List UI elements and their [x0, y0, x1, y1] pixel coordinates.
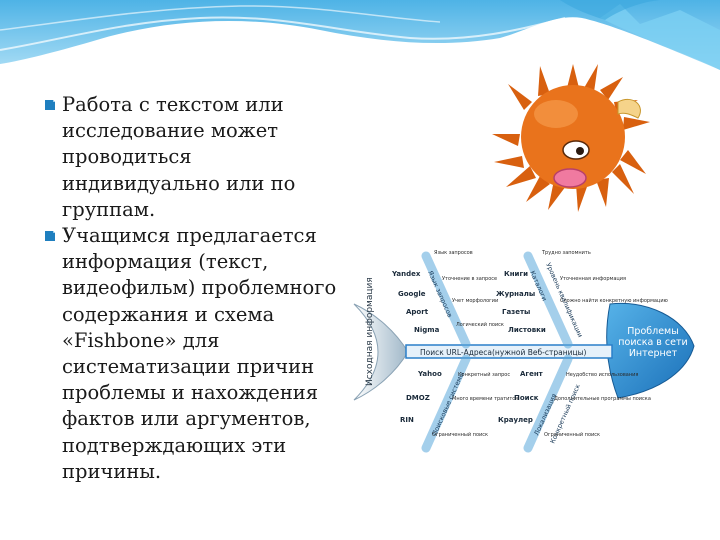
- source-label: Aport: [406, 308, 429, 316]
- source-label: Nigma: [414, 326, 440, 334]
- puffer-lips: [553, 168, 587, 188]
- note-text: Много времени тратится: [452, 396, 518, 402]
- lower-bone-label: Поисковые системы: [431, 371, 466, 437]
- check-box-bullet-icon: [45, 100, 55, 110]
- bullet-list: Работа с текстом или исследование может …: [44, 92, 344, 485]
- middle-item-label: Краулер: [498, 416, 533, 424]
- note-text: Дополнительные программы поиска: [554, 396, 651, 402]
- note-text: Ограниченный поиск: [432, 431, 488, 438]
- puffer-highlight: [534, 100, 578, 128]
- fishbone-bones: [421, 251, 573, 453]
- note-text: Учет морфологии: [452, 298, 498, 304]
- note-text: Логический поиск: [456, 321, 504, 328]
- middle-item-label: Журналы: [496, 290, 535, 298]
- bullet-item-fishbone-info: Учащимся предлагается информация (текст,…: [44, 223, 344, 485]
- note-text: Уточнение в запросе: [442, 276, 497, 282]
- middle-item-label: Листовки: [508, 326, 546, 334]
- note-text: Сложно найти конкретную информацию: [560, 297, 668, 304]
- note-text: Трудно запомнить: [541, 250, 591, 256]
- note-text: Уточненная информация: [560, 276, 626, 282]
- fishbone-tail: [353, 303, 409, 401]
- bullet-text: Учащимся предлагается информация (текст,…: [62, 224, 337, 483]
- source-label: Yahoo: [417, 370, 442, 378]
- bullet-text: Работа с текстом или исследование может …: [62, 93, 296, 221]
- source-label: DMOZ: [406, 394, 430, 402]
- note-text: Ограниченный поиск: [544, 431, 600, 438]
- middle-item-label: Поиск: [514, 394, 539, 402]
- pufferfish-illustration: [492, 64, 650, 212]
- fishbone-spine: [405, 344, 613, 359]
- spine-label: Поиск URL-Адреса(нужной Веб-страницы): [420, 348, 587, 357]
- source-label: RIN: [400, 416, 414, 424]
- middle-item-label: Газеты: [502, 308, 530, 316]
- tail-label: Исходная информация: [365, 277, 375, 386]
- puffer-fin: [617, 98, 641, 119]
- note-text: Неудобство использования: [566, 372, 638, 378]
- note-text: Конкретный запрос: [458, 371, 510, 378]
- puffer-spikes: [492, 64, 650, 212]
- middle-item-label: Агент: [520, 370, 544, 378]
- bullet-item-group-work: Работа с текстом или исследование может …: [44, 92, 344, 223]
- middle-item-label: Книги: [504, 270, 528, 278]
- head-label: Проблемы поиска в сети Интернет: [618, 326, 688, 359]
- puffer-pupil: [576, 147, 584, 155]
- source-label: Google: [398, 290, 426, 298]
- fishbone-diagram: Исходная информация Проблемы поиска в се…: [353, 250, 695, 453]
- note-text: Язык запросов: [434, 250, 473, 256]
- puffer-eye: [562, 140, 590, 160]
- check-box-bullet-icon: [45, 231, 55, 242]
- source-label: Yandex: [391, 270, 421, 278]
